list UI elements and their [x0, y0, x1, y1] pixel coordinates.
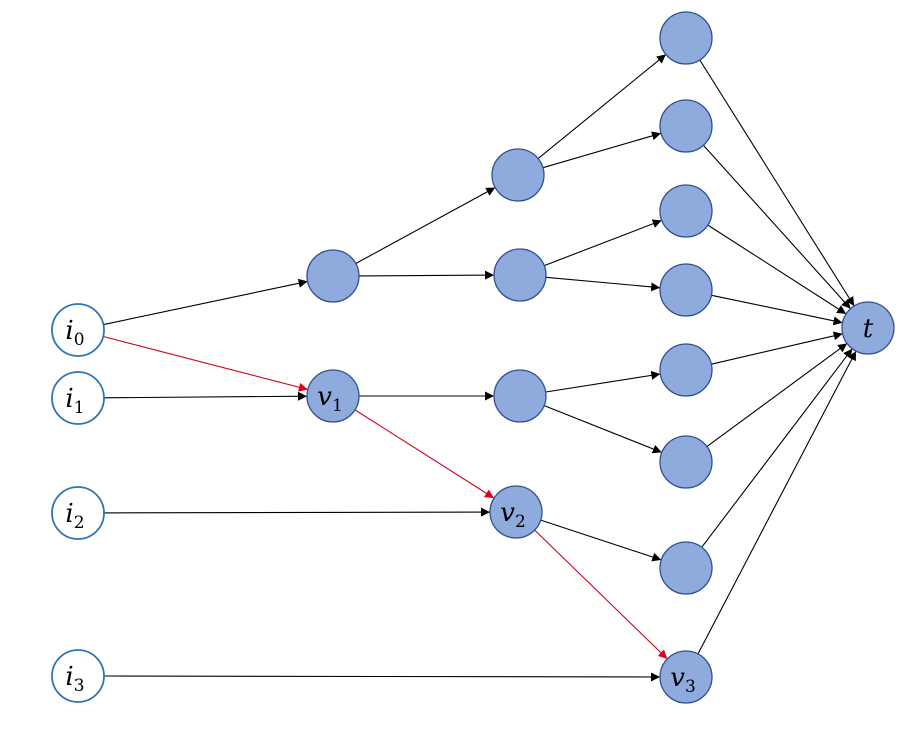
- node-b3: [493, 369, 547, 423]
- node-c6-circle: [659, 435, 713, 489]
- node-i3: i3: [51, 649, 105, 703]
- edge-i2-to-v2: [103, 507, 491, 517]
- node-c7-circle: [659, 541, 713, 595]
- node-i2-label-main: i: [65, 499, 73, 529]
- node-i0: i0: [51, 303, 105, 357]
- node-v1-label: v1: [317, 382, 343, 416]
- node-i0-circle: [51, 303, 105, 357]
- node-i3-circle: [51, 649, 105, 703]
- node-c3-circle: [659, 184, 713, 238]
- node-v3-label: v3: [670, 663, 696, 697]
- node-v2-circle: [489, 485, 543, 539]
- node-c1-circle: [659, 11, 713, 65]
- node-t-circle: [841, 301, 895, 355]
- node-v3: v3: [659, 650, 713, 704]
- node-c1: [659, 11, 713, 65]
- node-i2-label: i2: [65, 499, 84, 533]
- edge-c5-to-t: [711, 331, 843, 365]
- edge-c3-to-t: [707, 224, 847, 315]
- node-v2-label: v2: [500, 498, 526, 532]
- node-i0-label-subscript: 0: [74, 330, 85, 350]
- edge-a1-to-b2: [358, 270, 495, 280]
- edge-v2-to-v3-highlighted: [534, 529, 668, 660]
- node-t-label-main: t: [863, 314, 874, 344]
- node-v2-label-subscript: 2: [515, 512, 526, 532]
- node-v3-label-subscript: 3: [685, 677, 696, 697]
- node-i1: i1: [51, 371, 105, 425]
- node-i3-label-subscript: 3: [74, 676, 85, 696]
- node-v2: v2: [489, 485, 543, 539]
- edge-b3-to-c6: [543, 405, 663, 454]
- node-i1-label: i1: [65, 384, 84, 418]
- node-v2-label-main: v: [500, 498, 515, 528]
- node-c2: [659, 99, 713, 153]
- node-i1-label-subscript: 1: [74, 398, 85, 418]
- node-i2-label-subscript: 2: [74, 513, 85, 533]
- edge-a1-to-b1: [355, 187, 496, 264]
- edge-v1-to-v2-highlighted: [354, 409, 495, 499]
- edge-v3-to-t: [697, 350, 857, 655]
- node-i1-label-main: i: [65, 384, 73, 414]
- node-i3-label: i3: [65, 662, 84, 696]
- edge-b3-to-c5: [545, 370, 661, 393]
- node-c4-circle: [659, 263, 713, 317]
- edge-b2-to-c4: [545, 276, 661, 292]
- node-i0-label: i0: [65, 316, 84, 350]
- node-c6: [659, 435, 713, 489]
- node-i0-label-main: i: [65, 316, 73, 346]
- node-c4: [659, 263, 713, 317]
- node-b1-circle: [491, 148, 545, 202]
- node-b1: [491, 148, 545, 202]
- node-b3-circle: [493, 369, 547, 423]
- node-v3-circle: [659, 650, 713, 704]
- node-i2: i2: [51, 486, 105, 540]
- node-v1: v1: [306, 369, 360, 423]
- edge-i0-to-a1: [103, 278, 308, 326]
- node-a1-circle: [306, 249, 360, 303]
- node-v3-label-main: v: [670, 663, 685, 693]
- node-b2-circle: [493, 248, 547, 302]
- node-v1-label-main: v: [317, 382, 332, 412]
- node-c5-circle: [659, 343, 713, 397]
- node-i2-circle: [51, 486, 105, 540]
- node-i1-circle: [51, 371, 105, 425]
- edge-b1-to-c2: [542, 131, 662, 169]
- node-c3: [659, 184, 713, 238]
- node-v1-circle: [306, 369, 360, 423]
- node-c5: [659, 343, 713, 397]
- edge-c7-to-t: [701, 348, 853, 548]
- node-b2: [493, 248, 547, 302]
- edge-b1-to-c1: [537, 53, 667, 160]
- node-c7: [659, 541, 713, 595]
- edge-i1-to-v1: [103, 391, 308, 401]
- edge-b2-to-c3: [544, 219, 662, 267]
- node-t-label: t: [863, 314, 874, 344]
- edge-v2-to-c7: [540, 519, 662, 562]
- edge-i3-to-v3: [103, 672, 661, 682]
- edge-c1-to-t: [699, 59, 855, 307]
- edge-c4-to-t: [711, 294, 843, 326]
- node-c2-circle: [659, 99, 713, 153]
- edge-c2-to-t: [702, 144, 852, 310]
- node-a1: [306, 249, 360, 303]
- node-t: t: [841, 301, 895, 355]
- edges: [103, 53, 857, 682]
- edge-c6-to-t: [706, 342, 848, 448]
- edge-i0-to-v1-highlighted: [103, 335, 308, 392]
- node-i3-label-main: i: [65, 662, 73, 692]
- node-v1-label-subscript: 1: [332, 396, 343, 416]
